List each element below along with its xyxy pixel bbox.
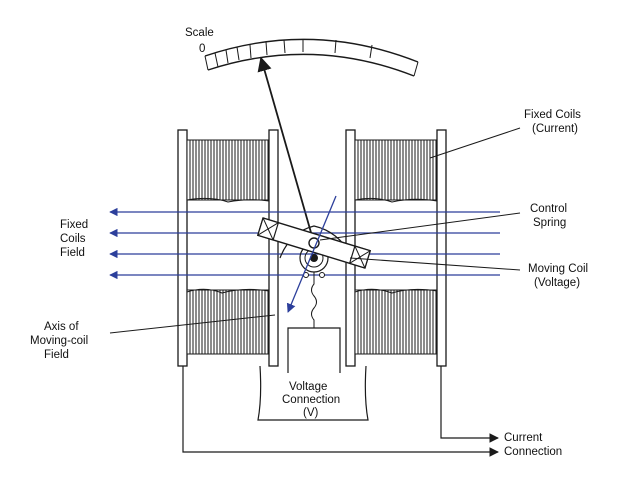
scale-label: Scale: [185, 27, 214, 39]
moving-coil-axis: [286, 195, 337, 313]
voltage-leads: [257, 327, 369, 421]
fixed-coil-left: [177, 129, 279, 367]
moving-coil-label-line2: (Voltage): [534, 277, 580, 289]
scale-arc: Scale 0: [185, 27, 419, 77]
axis-label-line2: Moving-coil: [30, 335, 88, 347]
fixed-coils-current-label-line2: (Current): [532, 123, 578, 135]
control-spring-label-line2: Spring: [533, 217, 566, 229]
voltage-connection-label-line3: (V): [303, 407, 319, 419]
moving-coil-label-line1: Moving Coil: [528, 263, 588, 275]
current-connection-label-line2: Connection: [504, 446, 562, 458]
scale-zero-label: 0: [199, 43, 205, 55]
voltage-connection-label-line2: Connection: [282, 394, 340, 406]
fixed-coils-current-label-line1: Fixed Coils: [524, 109, 581, 121]
axis-label-line3: Field: [44, 349, 69, 361]
scale-ticks: [214, 39, 373, 68]
voltage-connection-label-line1: Voltage: [289, 381, 327, 393]
current-connection-label-line1: Current: [504, 432, 543, 444]
current-leads: [182, 366, 499, 457]
axis-label-line1: Axis of: [44, 321, 79, 333]
fixed-coils-field-label-line3: Field: [60, 247, 85, 259]
leader-lines: [109, 127, 521, 334]
fixed-coils-field-label-line2: Coils: [60, 233, 86, 245]
control-spring-label-line1: Control: [530, 203, 567, 215]
fixed-coils-field-label-line1: Fixed: [60, 219, 88, 231]
moving-coil: [256, 217, 372, 328]
